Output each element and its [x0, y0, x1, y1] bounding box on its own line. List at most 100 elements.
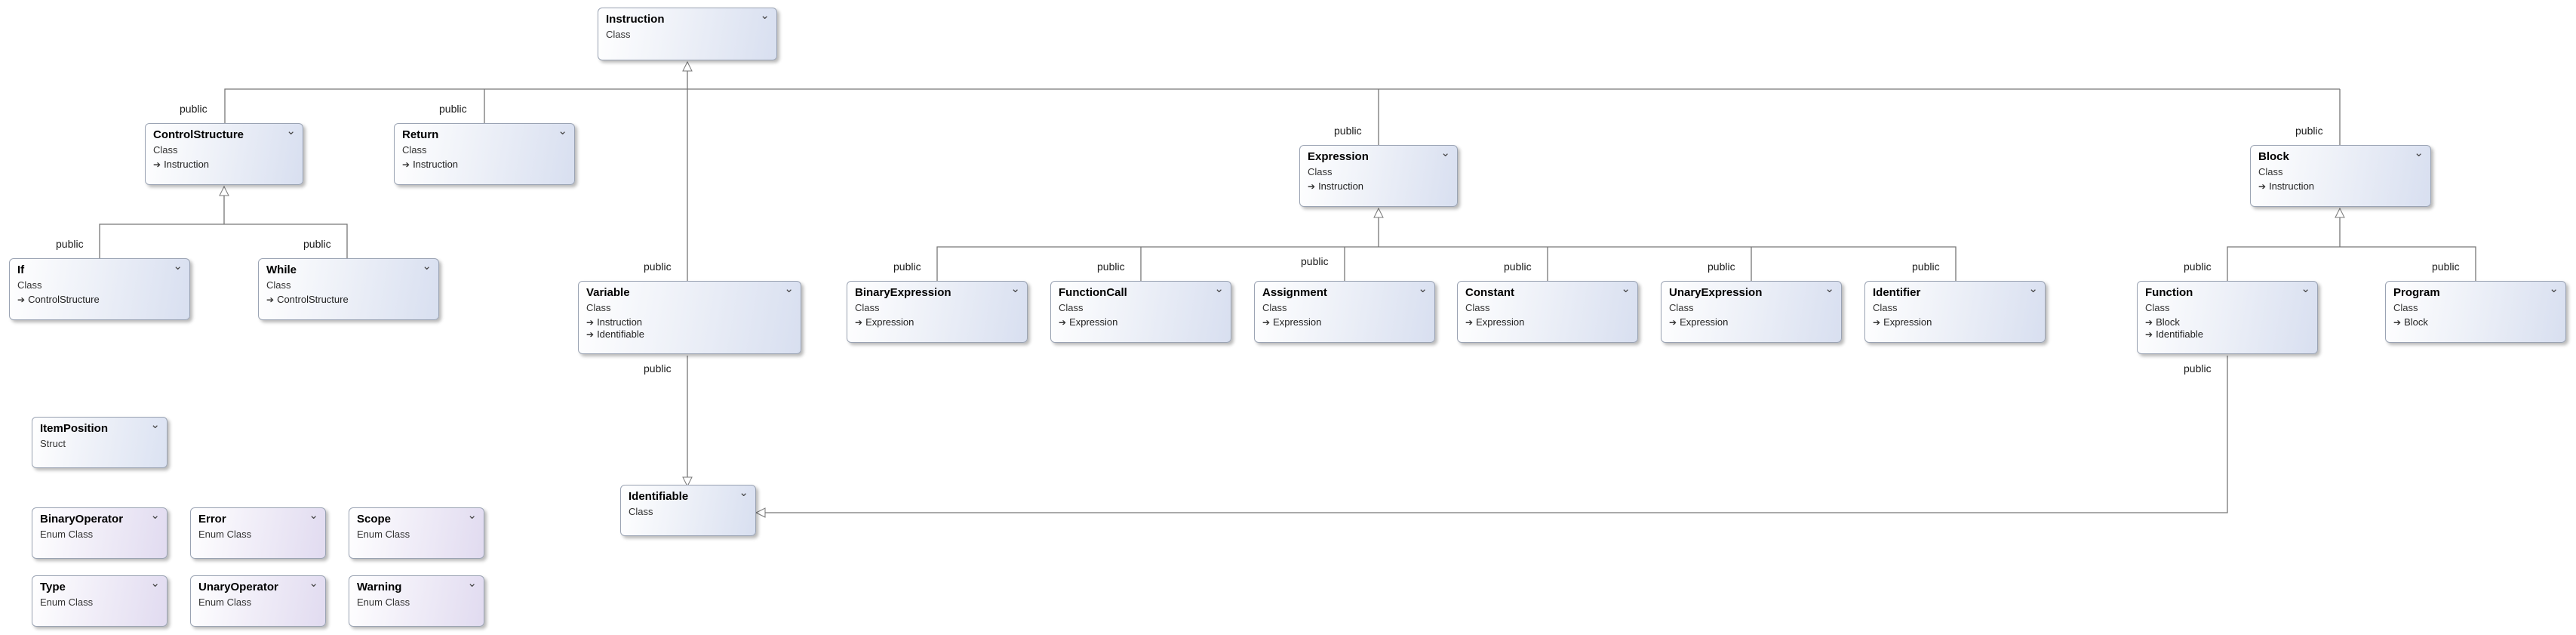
base-arrow-icon: ➔ — [1669, 317, 1677, 328]
enum-warning[interactable]: Warning Enum Class ⌄ — [349, 575, 484, 627]
base-class-item: ➔Instruction — [586, 316, 643, 328]
class-kind: Class — [586, 302, 611, 313]
base-arrow-icon: ➔ — [1308, 181, 1316, 192]
base-class-item: ➔Identifiable — [2145, 328, 2203, 340]
class-constant[interactable]: Constant Class ➔Expression ⌄ — [1457, 281, 1638, 343]
class-return[interactable]: Return Class ➔Instruction ⌄ — [394, 123, 575, 185]
base-arrow-icon: ➔ — [2145, 317, 2153, 328]
base-class-item: ➔ControlStructure — [17, 294, 100, 305]
inheritance-label: public — [1912, 260, 1940, 273]
enum-error[interactable]: Error Enum Class ⌄ — [190, 507, 326, 559]
wire-function-to-identifiable — [755, 356, 2228, 518]
class-kind: Class — [266, 279, 291, 291]
type-name: BinaryOperator — [40, 513, 124, 526]
collapse-chevron-icon[interactable]: ⌄ — [1214, 282, 1224, 295]
collapse-chevron-icon[interactable]: ⌄ — [1440, 146, 1450, 159]
collapse-chevron-icon[interactable]: ⌄ — [558, 125, 567, 137]
collapse-chevron-icon[interactable]: ⌄ — [150, 577, 160, 590]
base-arrow-icon: ➔ — [266, 294, 275, 305]
type-name: Error — [198, 513, 226, 526]
class-function-call[interactable]: FunctionCall Class ➔Expression ⌄ — [1050, 281, 1231, 343]
collapse-chevron-icon[interactable]: ⌄ — [739, 486, 749, 499]
class-kind: Class — [1873, 302, 1898, 313]
type-kind: Enum Class — [198, 596, 252, 608]
collapse-chevron-icon[interactable]: ⌄ — [150, 418, 160, 431]
collapse-chevron-icon[interactable]: ⌄ — [309, 509, 318, 522]
class-expression[interactable]: Expression Class ➔Instruction ⌄ — [1299, 145, 1458, 207]
class-kind: Class — [17, 279, 42, 291]
type-kind: Struct — [40, 438, 66, 449]
class-assignment[interactable]: Assignment Class ➔Expression ⌄ — [1254, 281, 1435, 343]
inheritance-label: public — [644, 260, 672, 273]
class-kind: Class — [2145, 302, 2170, 313]
collapse-chevron-icon[interactable]: ⌄ — [422, 260, 432, 273]
class-control-structure[interactable]: ControlStructure Class ➔Instruction ⌄ — [145, 123, 303, 185]
base-class-item: ➔Expression — [855, 316, 915, 328]
class-identifiable[interactable]: Identifiable Class ⌄ — [620, 485, 756, 536]
class-name: Constant — [1465, 286, 1514, 299]
collapse-chevron-icon[interactable]: ⌄ — [2414, 146, 2424, 159]
base-arrow-icon: ➔ — [586, 317, 595, 328]
wire-expression-bus — [936, 246, 1957, 282]
collapse-chevron-icon[interactable]: ⌄ — [467, 509, 477, 522]
inheritance-label: public — [56, 238, 84, 250]
class-name: ControlStructure — [153, 128, 244, 141]
type-kind: Enum Class — [40, 529, 94, 540]
collapse-chevron-icon[interactable]: ⌄ — [784, 282, 794, 295]
collapse-chevron-icon[interactable]: ⌄ — [760, 9, 770, 22]
inheritance-label: public — [303, 238, 331, 250]
class-kind: Class — [629, 506, 653, 517]
enum-binary-operator[interactable]: BinaryOperator Enum Class ⌄ — [32, 507, 168, 559]
class-binary-expression[interactable]: BinaryExpression Class ➔Expression ⌄ — [847, 281, 1028, 343]
class-instruction[interactable]: Instruction Class ⌄ — [598, 8, 777, 60]
class-name: Expression — [1308, 150, 1369, 163]
class-name: UnaryExpression — [1669, 286, 1763, 299]
wire-expression-children — [1140, 247, 1752, 282]
enum-scope[interactable]: Scope Enum Class ⌄ — [349, 507, 484, 559]
collapse-chevron-icon[interactable]: ⌄ — [1010, 282, 1020, 295]
collapse-chevron-icon[interactable]: ⌄ — [1824, 282, 1834, 295]
class-identifier[interactable]: Identifier Class ➔Expression ⌄ — [1864, 281, 2046, 343]
class-variable[interactable]: Variable Class ➔Instruction ➔Identifiabl… — [578, 281, 801, 354]
type-name: Warning — [357, 581, 402, 593]
collapse-chevron-icon[interactable]: ⌄ — [1621, 282, 1631, 295]
base-class-item: ➔Instruction — [153, 159, 210, 170]
class-kind: Class — [2258, 166, 2283, 177]
base-class-item: ➔Expression — [1873, 316, 1932, 328]
collapse-chevron-icon[interactable]: ⌄ — [467, 577, 477, 590]
base-arrow-icon: ➔ — [2258, 181, 2267, 192]
inheritance-label: public — [893, 260, 921, 273]
type-name: Type — [40, 581, 66, 593]
collapse-chevron-icon[interactable]: ⌄ — [286, 125, 296, 137]
class-kind: Class — [1262, 302, 1287, 313]
collapse-chevron-icon[interactable]: ⌄ — [2028, 282, 2038, 295]
collapse-chevron-icon[interactable]: ⌄ — [150, 509, 160, 522]
struct-item-position[interactable]: ItemPosition Struct ⌄ — [32, 417, 168, 468]
base-class-item: ➔Identifiable — [586, 328, 644, 340]
class-name: FunctionCall — [1059, 286, 1127, 299]
collapse-chevron-icon[interactable]: ⌄ — [2549, 282, 2559, 295]
inheritance-label: public — [180, 103, 207, 115]
class-program[interactable]: Program Class ➔Block ⌄ — [2385, 281, 2566, 343]
collapse-chevron-icon[interactable]: ⌄ — [173, 260, 183, 273]
base-arrow-icon: ➔ — [586, 329, 595, 340]
class-unary-expression[interactable]: UnaryExpression Class ➔Expression ⌄ — [1661, 281, 1842, 343]
type-kind: Enum Class — [40, 596, 94, 608]
class-block[interactable]: Block Class ➔Instruction ⌄ — [2250, 145, 2431, 207]
collapse-chevron-icon[interactable]: ⌄ — [309, 577, 318, 590]
class-function[interactable]: Function Class ➔Block ➔Identifiable ⌄ — [2137, 281, 2318, 354]
class-name: Variable — [586, 286, 630, 299]
class-if[interactable]: If Class ➔ControlStructure ⌄ — [9, 258, 190, 320]
enum-unary-operator[interactable]: UnaryOperator Enum Class ⌄ — [190, 575, 326, 627]
type-name: UnaryOperator — [198, 581, 278, 593]
base-class-item: ➔Block — [2145, 316, 2180, 328]
inheritance-label: public — [1301, 255, 1329, 267]
collapse-chevron-icon[interactable]: ⌄ — [2301, 282, 2310, 295]
enum-type[interactable]: Type Enum Class ⌄ — [32, 575, 168, 627]
class-name: If — [17, 264, 25, 276]
class-while[interactable]: While Class ➔ControlStructure ⌄ — [258, 258, 439, 320]
inheritance-label: public — [2295, 125, 2323, 137]
base-class-item: ➔ControlStructure — [266, 294, 349, 305]
collapse-chevron-icon[interactable]: ⌄ — [1418, 282, 1428, 295]
inheritance-label: public — [1504, 260, 1532, 273]
